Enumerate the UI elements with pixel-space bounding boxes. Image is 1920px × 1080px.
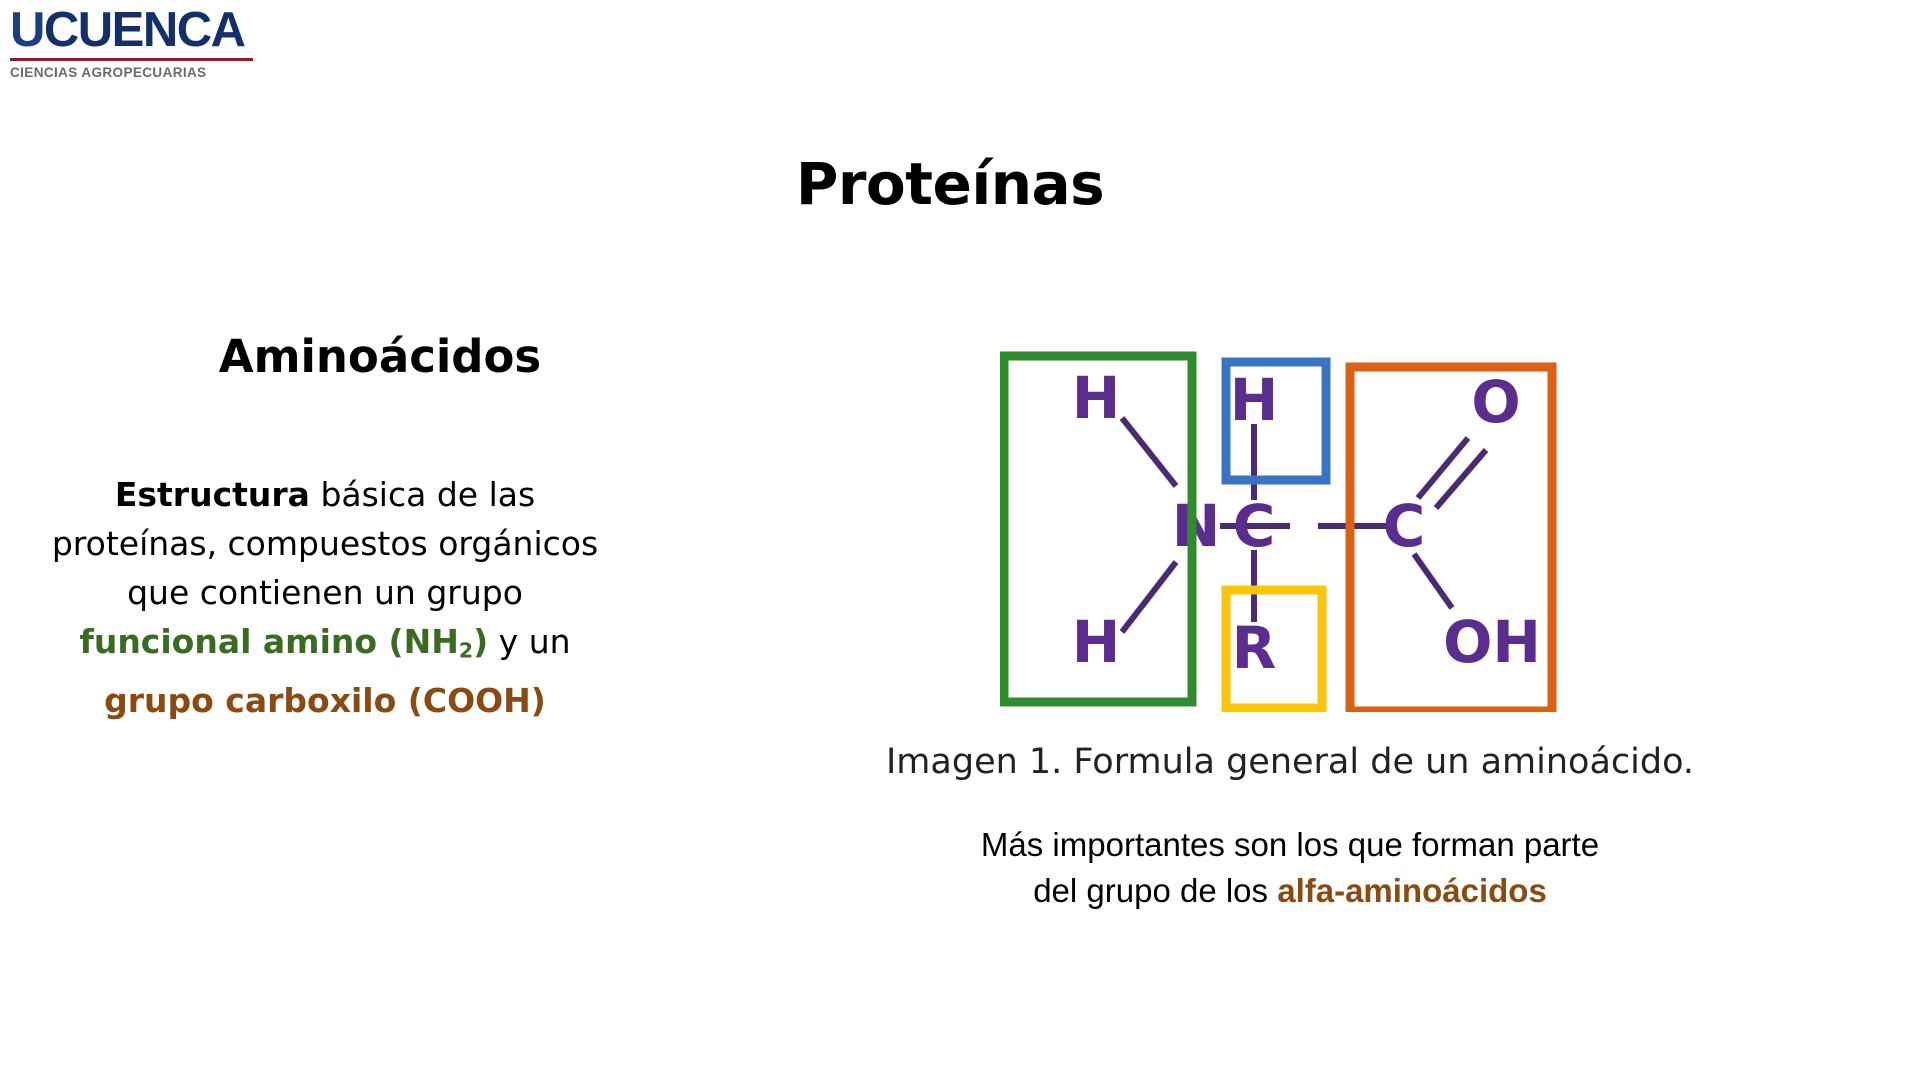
note-line-2-plain: del grupo de los bbox=[1033, 872, 1278, 909]
paragraph-segment-plain-2: y un bbox=[488, 622, 571, 661]
atom-labels: H N H H C R C O OH bbox=[1072, 364, 1541, 682]
slide-title-text: Proteínas bbox=[795, 150, 1105, 218]
atom-label-c-alpha: C bbox=[1233, 492, 1276, 560]
amino-close-paren: ) bbox=[473, 622, 489, 661]
atom-label-o-carbonyl: O bbox=[1471, 368, 1520, 436]
amino-acid-structure-diagram: H N H H C R C O OH bbox=[1000, 350, 1560, 712]
note-alfa-aminoacidos: Más importantes son los que forman parte… bbox=[860, 822, 1720, 914]
note-line-2-accent: alfa-aminoácidos bbox=[1277, 872, 1547, 909]
highlight-box-amino-group bbox=[1000, 351, 1197, 707]
logo-letter-u: U bbox=[10, 3, 45, 57]
logo-letters-cuenca: CUENCA bbox=[43, 3, 246, 57]
slide-title: Proteínas bbox=[0, 150, 1920, 218]
bond-h-to-n-upper bbox=[1119, 416, 1179, 488]
note-line-1: Más importantes son los que forman parte bbox=[980, 826, 1600, 863]
amino-subscript-2: 2 bbox=[458, 638, 474, 663]
bond-double-upper-1 bbox=[1415, 436, 1471, 500]
paragraph-segment-plain-1: básica de las proteínas, compuestos orgá… bbox=[51, 475, 599, 612]
aminoacidos-description-paragraph: Estructura básica de las proteínas, comp… bbox=[40, 470, 610, 725]
highlight-box-side-chain bbox=[1221, 585, 1327, 712]
atom-label-h-alpha: H bbox=[1230, 366, 1279, 434]
logo-divider-rule bbox=[10, 58, 253, 61]
atom-label-c-carboxyl: C bbox=[1383, 492, 1426, 560]
bond-c-to-oh bbox=[1411, 552, 1455, 610]
atom-label-h-amino-top: H bbox=[1072, 364, 1121, 432]
atom-label-oh-hydroxyl: OH bbox=[1443, 608, 1541, 676]
section-heading-aminoacidos: Aminoácidos bbox=[218, 330, 542, 383]
bond-double-upper-2 bbox=[1433, 448, 1489, 510]
highlight-box-carboxyl-group bbox=[1345, 362, 1557, 712]
highlight-box-alpha-hydrogen bbox=[1221, 357, 1331, 485]
paragraph-segment-amino-green: funcional amino (NH2) bbox=[79, 622, 489, 663]
paragraph-lead-bold: Estructura bbox=[114, 475, 310, 514]
amino-text: funcional amino (NH bbox=[79, 622, 459, 661]
paragraph-segment-carboxilo-brown: grupo carboxilo (COOH) bbox=[104, 680, 546, 720]
logo-wordmark: UCUENCA bbox=[10, 6, 260, 55]
ucuenca-logo: UCUENCA CIENCIAS AGROPECUARIAS bbox=[10, 6, 260, 80]
bond-h-to-n-lower bbox=[1119, 560, 1179, 634]
logo-faculty-label: CIENCIAS AGROPECUARIAS bbox=[10, 65, 207, 80]
figure-caption: Imagen 1. Formula general de un aminoáci… bbox=[885, 742, 1695, 782]
atom-label-r-side-chain: R bbox=[1232, 614, 1277, 682]
atom-label-h-amino-bottom: H bbox=[1072, 608, 1121, 676]
